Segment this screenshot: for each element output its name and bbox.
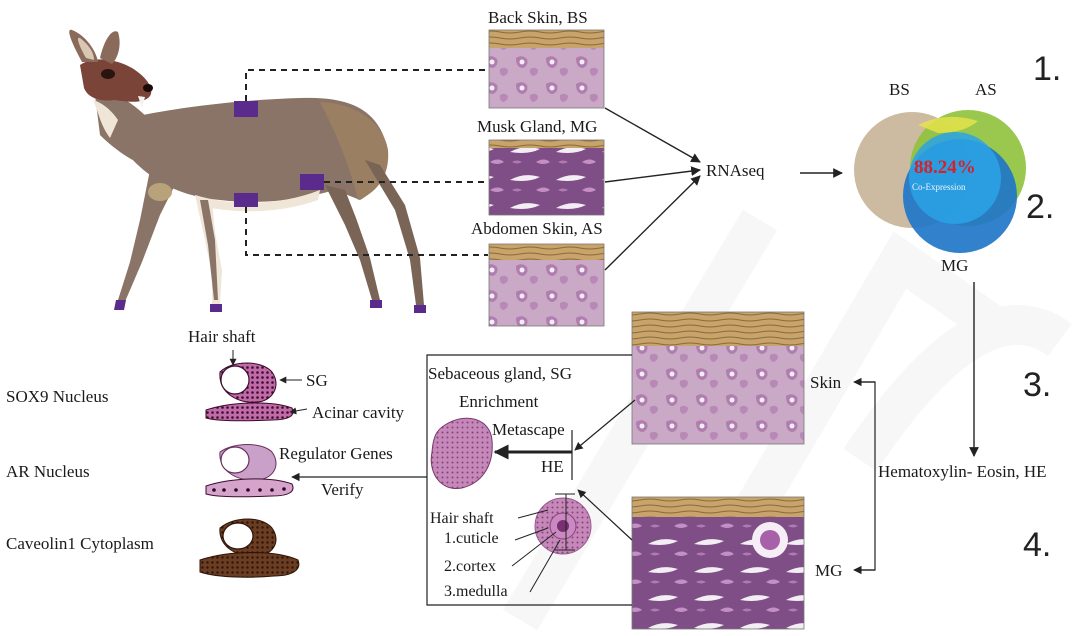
cuticle-label: 1.cuticle: [444, 531, 499, 547]
enrichment-label: Enrichment: [459, 393, 538, 410]
step-4: 4.: [1023, 528, 1051, 562]
sg-title: Sebaceous gland, SG: [428, 365, 572, 382]
he-label: HE: [541, 458, 564, 475]
deer-illustration: [69, 30, 426, 313]
as-sample-marker: [234, 193, 258, 207]
cav1-label: Caveolin1 Cytoplasm: [6, 535, 154, 552]
mg-sample-marker: [300, 174, 324, 190]
hair-shaft-label: Hair shaft: [430, 511, 494, 527]
skin-label: Skin: [810, 374, 841, 391]
metascape-label: Metascape: [492, 421, 565, 438]
marker-hair-shaft-label: Hair shaft: [188, 328, 256, 345]
step-1: 1.: [1033, 52, 1061, 86]
venn-caption: Co-Expression: [912, 183, 966, 192]
venn-percent: 88.24%: [914, 158, 976, 177]
mg-panel-label: MG: [815, 562, 842, 579]
mg-histology-panel: [632, 497, 804, 629]
cortex-label: 2.cortex: [444, 559, 496, 575]
medulla-label: 3.medulla: [444, 584, 508, 600]
bs-sample-marker: [234, 101, 258, 117]
bs-sample-label: Back Skin, BS: [488, 9, 588, 26]
caveolin1-gland: [200, 519, 299, 577]
hair-shaft-cross-section: [535, 498, 591, 554]
step-3: 3.: [1023, 368, 1051, 402]
sebaceous-gland-blob: [431, 418, 492, 488]
marker-acinar-label: Acinar cavity: [312, 404, 404, 421]
venn-bs-label: BS: [889, 81, 910, 98]
bs-tissue-panel: [489, 30, 604, 108]
regulator-genes-label: Regulator Genes: [279, 445, 393, 462]
mg-tissue-panel: [489, 140, 604, 215]
skin-histology-panel: [632, 312, 804, 444]
as-tissue-panel: [489, 244, 604, 326]
mg-sample-label: Musk Gland, MG: [477, 118, 597, 135]
venn-mg-label: MG: [941, 257, 968, 274]
rnaseq-label: RNAseq: [706, 162, 765, 179]
sox9-label: SOX9 Nucleus: [6, 388, 108, 405]
sox9-gland: [206, 363, 293, 421]
verify-label: Verify: [321, 481, 363, 498]
marker-sg-label: SG: [306, 372, 328, 389]
step-2: 2.: [1026, 190, 1054, 224]
he-stain-label: Hematoxylin- Eosin, HE: [878, 463, 1047, 480]
as-sample-label: Abdomen Skin, AS: [471, 220, 603, 237]
venn-as-label: AS: [975, 81, 997, 98]
ar-label: AR Nucleus: [6, 463, 90, 480]
